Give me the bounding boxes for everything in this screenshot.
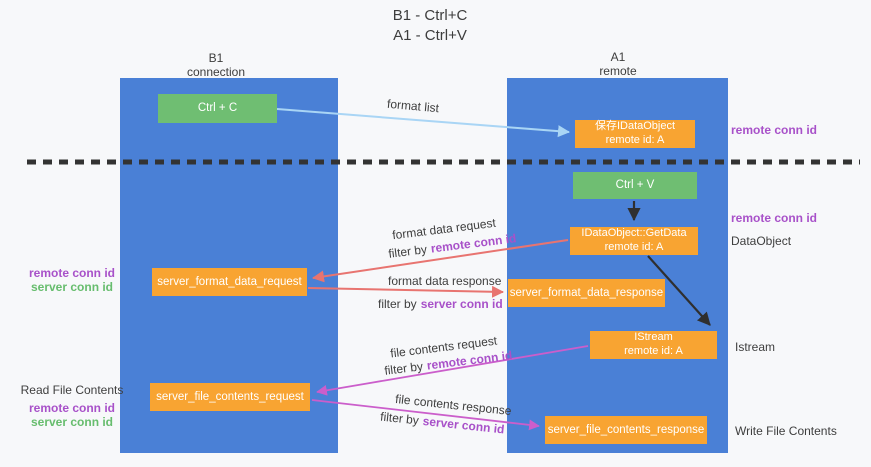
- annotation-write-file-contents: Write File Contents: [735, 424, 837, 438]
- left-column-subtitle: connection: [186, 65, 246, 80]
- left-column-title: B1: [208, 51, 224, 65]
- label-filter-by-3: filter by: [383, 359, 424, 378]
- annotation-server-conn-id-left-2: server conn id: [30, 415, 114, 430]
- annotation-remote-conn-id-left-1: remote conn id: [28, 266, 115, 280]
- annotation-read-file-contents: Read File Contents: [20, 383, 124, 397]
- label-format-data-response: format data response: [388, 274, 502, 288]
- node-idataobject-getdata-line2: remote id: A: [604, 241, 664, 253]
- left-column-header: B1 connection: [156, 51, 276, 80]
- node-istream-line1: IStream: [634, 331, 673, 344]
- node-save-idataobject-line2: remote id: A: [605, 134, 665, 146]
- node-save-idataobject-line1: 保存IDataObject: [594, 120, 676, 133]
- node-istream-line2: remote id: A: [624, 345, 683, 357]
- right-column-header: A1 remote: [558, 50, 678, 79]
- annotation-istream: Istream: [735, 340, 776, 354]
- title-line-b1: B1 - Ctrl+C: [392, 7, 468, 24]
- node-server-file-contents-response: server_file_contents_response: [545, 416, 707, 444]
- node-server-file-contents-response-label: server_file_contents_response: [547, 423, 705, 436]
- node-server-format-data-request-label: server_format_data_request: [157, 275, 302, 288]
- label-filter-by-2: filter by: [378, 297, 417, 311]
- node-ctrl-v: Ctrl + V: [573, 172, 697, 199]
- label-filter-by-4: filter by: [379, 409, 420, 428]
- label-server-conn-id-1: server conn id: [420, 297, 503, 311]
- annotation-left-conn-ids-top: remote conn id server conn id: [8, 266, 136, 294]
- node-server-file-contents-request-label: server_file_contents_request: [156, 390, 304, 403]
- node-server-format-data-request: server_format_data_request: [152, 268, 307, 296]
- label-server-conn-id-2: server conn id: [422, 413, 506, 437]
- label-format-list: format list: [386, 96, 440, 116]
- diagram-title: B1 - Ctrl+C A1 - Ctrl+V: [0, 6, 860, 45]
- title-line-a1: A1 - Ctrl+V: [393, 26, 467, 44]
- label-filter-by-1: filter by: [387, 242, 428, 261]
- node-ctrl-v-label: Ctrl + V: [615, 179, 655, 192]
- node-server-format-data-response-label: server_format_data_response: [509, 286, 664, 299]
- right-column-subtitle: remote: [599, 64, 637, 79]
- node-idataobject-getdata-line1: IDataObject::GetData: [581, 227, 687, 240]
- node-istream: IStream remote id: A: [590, 331, 717, 359]
- node-save-idataobject: 保存IDataObject remote id: A: [575, 120, 695, 148]
- annotation-server-conn-id-left-1: server conn id: [30, 280, 114, 295]
- node-ctrl-c: Ctrl + C: [158, 94, 277, 123]
- annotation-remote-conn-id-left-2: remote conn id: [28, 401, 115, 416]
- node-ctrl-c-label: Ctrl + C: [197, 102, 238, 115]
- annotation-remote-conn-id-mid: remote conn id: [731, 211, 818, 225]
- annotation-remote-conn-id-top: remote conn id: [731, 123, 818, 137]
- node-idataobject-getdata: IDataObject::GetData remote id: A: [570, 227, 698, 255]
- node-server-file-contents-request: server_file_contents_request: [150, 383, 310, 411]
- annotation-left-read-file: Read File Contents remote conn id server…: [8, 383, 136, 429]
- node-server-format-data-response: server_format_data_response: [508, 279, 665, 307]
- annotation-dataobject: DataObject: [731, 234, 792, 248]
- right-column-title: A1: [610, 50, 626, 64]
